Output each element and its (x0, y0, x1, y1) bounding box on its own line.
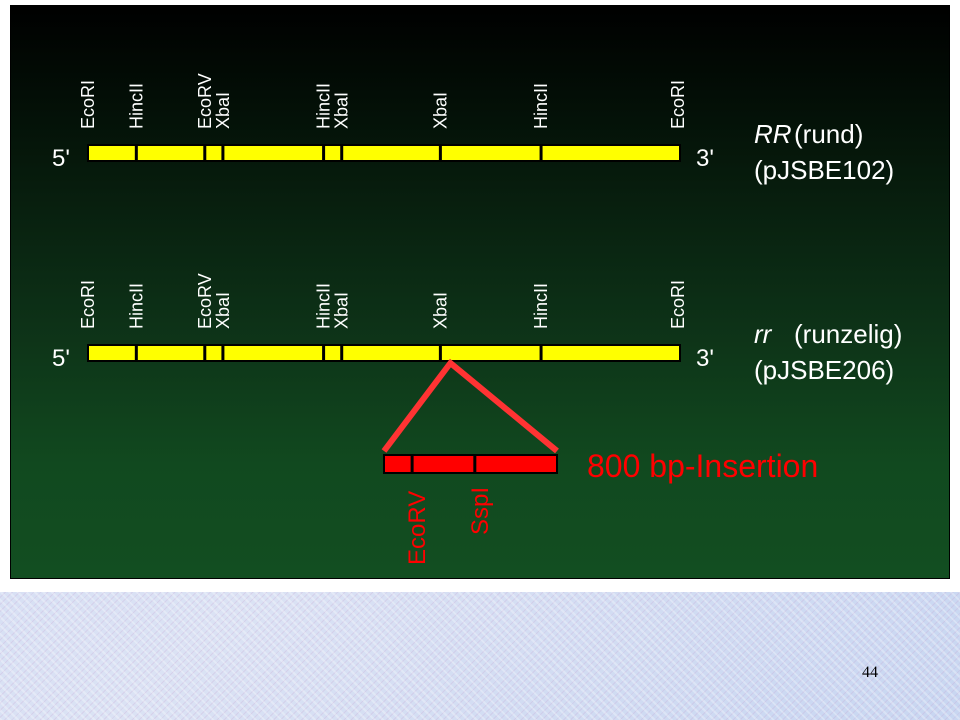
genotype-label: RR (754, 119, 792, 149)
plasmid-label: (pJSBE206) (754, 355, 894, 385)
end-5-label: 5' (52, 345, 70, 372)
page-number: 44 (862, 664, 878, 681)
site-label-rr-rund-8: EcoRI (668, 80, 688, 129)
end-3-label: 3' (696, 145, 714, 172)
map-bar-rr-rund (87, 144, 681, 162)
site-label-rr-rund-1: HincII (126, 83, 146, 129)
site-label-rr-runzelig-5: XbaI (332, 292, 352, 329)
site-label-rr-rund-3: XbaI (213, 92, 233, 129)
insertion-connector-lines (381, 358, 559, 454)
end-5-label: 5' (52, 145, 70, 172)
plasmid-label: (pJSBE102) (754, 155, 894, 185)
end-3-label: 3' (696, 345, 714, 372)
insertion-site-label-0: EcoRV (404, 491, 431, 565)
site-label-rr-rund-5: XbaI (332, 92, 352, 129)
site-label-rr-rund-4: HincII (314, 83, 334, 129)
site-label-rr-runzelig-4: HincII (314, 283, 334, 329)
insertion-label: 800 bp-Insertion (587, 448, 818, 484)
site-label-rr-runzelig-6: XbaI (430, 292, 450, 329)
site-label-rr-rund-2: EcoRV (195, 73, 215, 129)
site-label-rr-runzelig-3: XbaI (213, 292, 233, 329)
site-label-rr-runzelig-8: EcoRI (668, 280, 688, 329)
site-label-rr-runzelig-7: HincII (531, 283, 551, 329)
map-bar-rr-runzelig (87, 344, 681, 362)
genotype-name-label: (runzelig) (794, 319, 902, 349)
figure-panel (10, 5, 950, 579)
site-label-rr-runzelig-0: EcoRI (78, 280, 98, 329)
site-label-rr-runzelig-2: EcoRV (195, 273, 215, 329)
site-label-rr-rund-6: XbaI (430, 92, 450, 129)
site-label-rr-runzelig-1: HincII (126, 283, 146, 329)
genotype-label: rr (754, 319, 773, 349)
site-label-rr-rund-0: EcoRI (78, 80, 98, 129)
site-label-rr-rund-7: HincII (531, 83, 551, 129)
insertion-bar (383, 454, 558, 474)
genotype-name-label: (rund) (794, 119, 863, 149)
insertion-site-label-1: SspI (467, 487, 494, 535)
